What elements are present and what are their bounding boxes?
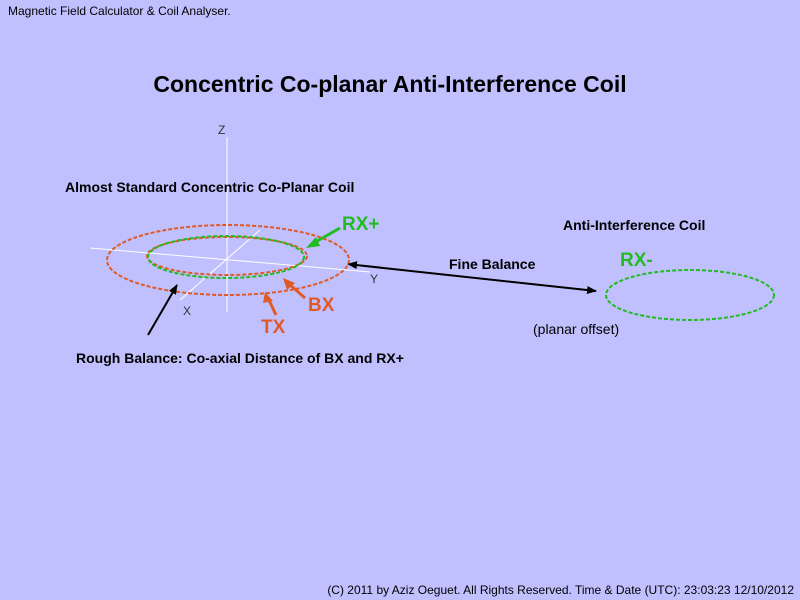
anti-interference-label: Anti-Interference Coil [563,217,705,233]
rx-minus-label: RX- [620,250,653,271]
fine-balance-label: Fine Balance [449,256,536,272]
diagram-title: Concentric Co-planar Anti-Interference C… [153,71,627,97]
planar-offset-label: (planar offset) [533,321,619,337]
rough-balance-arrow [147,284,178,336]
coils [106,224,775,321]
footer-copyright: (C) 2011 by Aziz Oeguet. All Rights Rese… [327,583,794,597]
standard-coil-label: Almost Standard Concentric Co-Planar Coi… [65,179,354,195]
bx-label: BX [308,295,335,316]
tx-arrowhead [263,292,273,303]
fine-balance-arrow [347,261,597,295]
app-title: Magnetic Field Calculator & Coil Analyse… [8,4,231,18]
rx-minus-coil [605,269,775,321]
rough-balance-label: Rough Balance: Co-axial Distance of BX a… [76,350,404,366]
rx-plus-coil [147,235,305,279]
tx-coil [106,224,350,296]
y-axis-line [89,247,371,273]
z-axis-label: Z [218,123,225,137]
rx-plus-label: RX+ [342,214,380,235]
x-axis-line [179,229,261,301]
bx-arrowhead [283,278,295,290]
pointer-arrows [147,226,597,336]
axes: Z X Y [89,123,378,318]
x-axis-label: X [183,304,191,318]
y-axis-label: Y [370,272,378,286]
rx-plus-arrowhead [306,237,320,248]
tx-label: TX [261,317,286,338]
